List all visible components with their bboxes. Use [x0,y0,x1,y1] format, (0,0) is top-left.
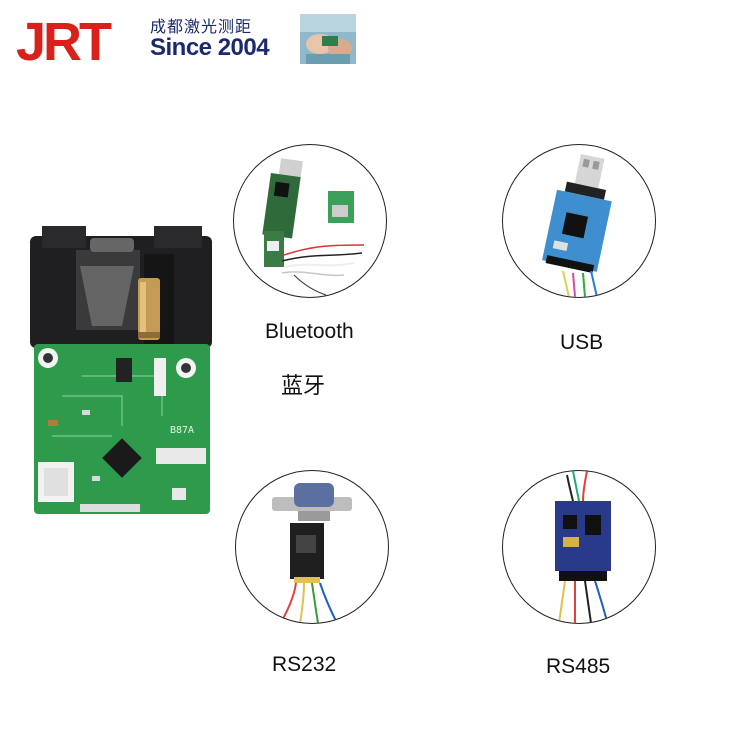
board-marking: B87A [170,425,194,436]
usb-label: USB [560,331,604,354]
usb-module-image [502,144,656,298]
bluetooth-label-cn: 蓝牙 [281,374,326,399]
rs485-module-image [502,470,656,624]
rs232-module-image [235,470,389,624]
header-photo [300,14,356,64]
laser-distance-sensor-module: B87A [22,226,220,516]
rs485-label: RS485 [546,655,611,678]
rs232-label: RS232 [272,653,337,676]
jrt-logo-text: JRT [16,12,112,68]
bluetooth-module-image [233,144,387,298]
jrt-logo: JRT [16,12,146,72]
brand-since: Since 2004 [150,34,270,61]
bluetooth-label: Bluetooth [265,320,354,343]
brand-chinese-name: 成都激光测距 [150,17,253,36]
